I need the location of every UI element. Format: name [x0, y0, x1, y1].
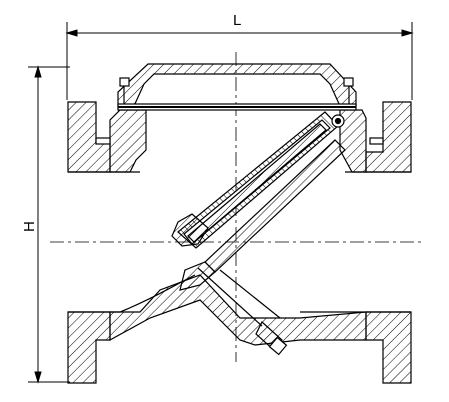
height-dimension: [28, 65, 70, 384]
swing-disc: [171, 111, 345, 249]
drain-plug: [197, 267, 288, 356]
right-flange: [365, 101, 412, 384]
bonnet-cover: [117, 63, 357, 111]
length-dimension: [65, 22, 414, 100]
bore-outline: [68, 171, 411, 319]
length-label: L: [233, 12, 241, 29]
flange-details: [95, 137, 384, 145]
height-label: H: [21, 221, 38, 232]
valve-body: [109, 109, 367, 346]
